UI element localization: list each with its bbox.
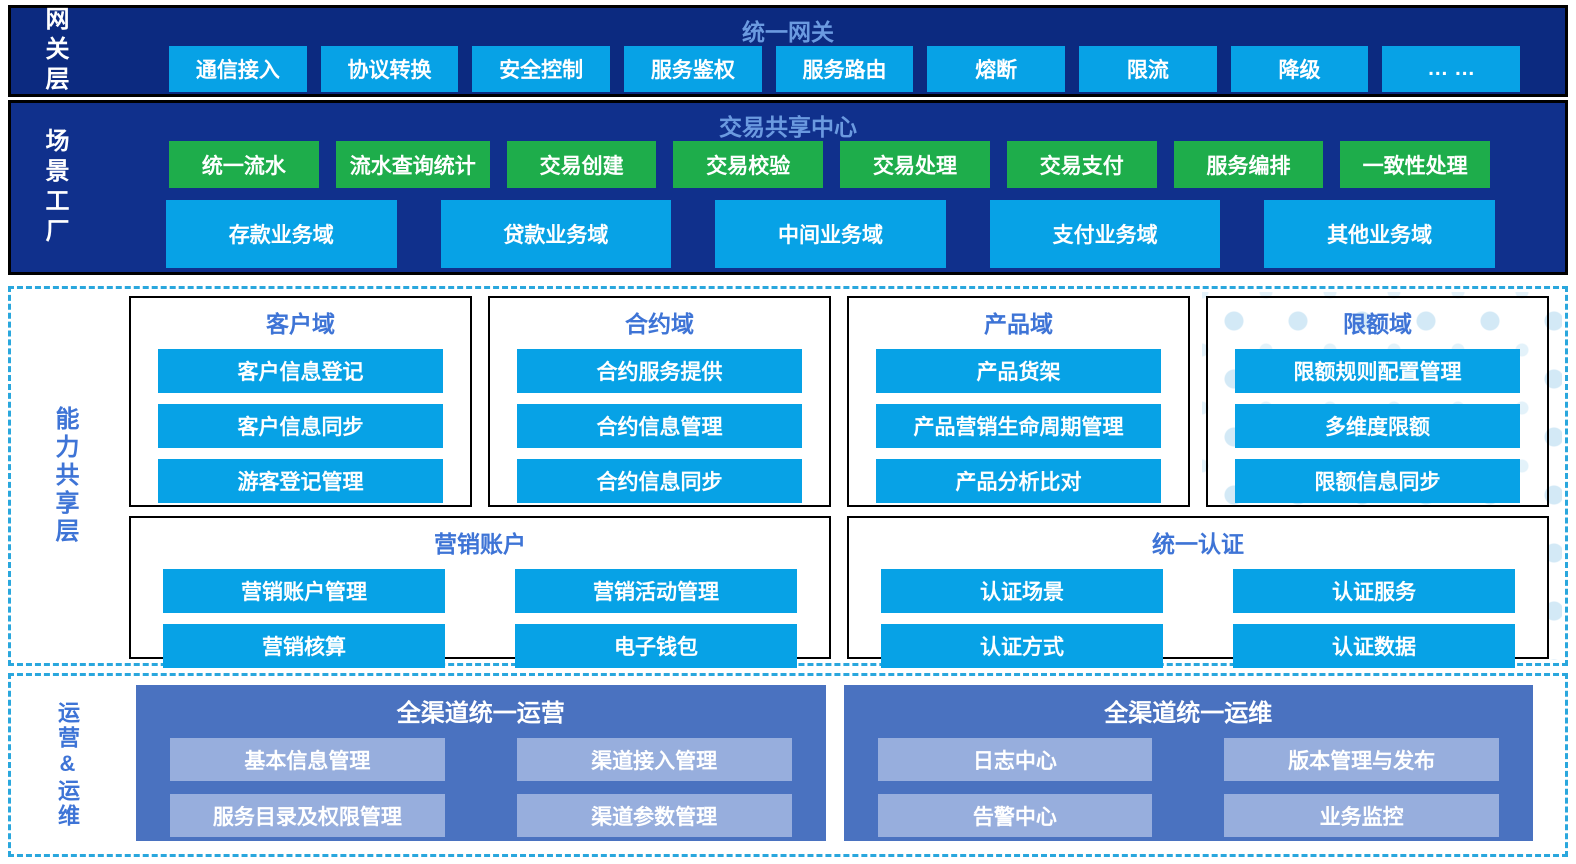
gateway-layer-title: 统一网关 [742,19,834,45]
ops-layer: 运营&运维 全渠道统一运营 基本信息管理 渠道接入管理 服务目录及权限管理 渠道… [8,673,1568,857]
contract-info-sync-button[interactable]: 合约信息同步 [517,459,802,503]
auth-scene-button[interactable]: 认证场景 [881,569,1163,613]
trade-share-center-title: 交易共享中心 [719,114,857,140]
trade-button-trade-pay[interactable]: 交易支付 [1006,141,1157,188]
domain-button-other[interactable]: 其他业务域 [1264,200,1495,268]
trade-button-service-orchestrate[interactable]: 服务编排 [1173,141,1324,188]
gateway-button-comm-access[interactable]: 通信接入 [169,46,307,92]
trade-button-trade-create[interactable]: 交易创建 [506,141,657,188]
product-analysis-compare-button[interactable]: 产品分析比对 [876,459,1161,503]
ops-content: 全渠道统一运营 基本信息管理 渠道接入管理 服务目录及权限管理 渠道参数管理 全… [136,685,1533,841]
multi-dimension-quota-button[interactable]: 多维度限额 [1235,404,1520,448]
gateway-button-rate-limit[interactable]: 限流 [1079,46,1217,92]
contract-domain-group: 合约域 合约服务提供 合约信息管理 合约信息同步 [488,296,831,507]
marketing-accounting-button[interactable]: 营销核算 [163,624,445,668]
marketing-account-grid: 营销账户管理 营销活动管理 营销核算 电子钱包 [131,569,829,668]
gateway-button-service-route[interactable]: 服务路由 [775,46,914,92]
operation-grid: 基本信息管理 渠道接入管理 服务目录及权限管理 渠道参数管理 [136,738,826,837]
domain-button-loan[interactable]: 贷款业务域 [440,200,672,268]
contract-domain-title: 合约域 [625,311,694,337]
unified-auth-grid: 认证场景 认证服务 认证方式 认证数据 [849,569,1547,668]
omni-channel-maintenance-title: 全渠道统一运维 [1104,700,1273,727]
capability-row-1: 客户域 客户信息登记 客户信息同步 游客登记管理 合约域 合约服务提供 合约信息… [129,296,1549,507]
customer-domain-title: 客户域 [266,311,335,337]
capability-content: 客户域 客户信息登记 客户信息同步 游客登记管理 合约域 合约服务提供 合约信息… [129,296,1549,668]
capability-sharing-layer: 能力共享层 客户域 客户信息登记 客户信息同步 游客登记管理 合约域 合约服务提… [8,286,1568,668]
business-monitor-button[interactable]: 业务监控 [1224,794,1499,837]
capability-row-2: 营销账户 营销账户管理 营销活动管理 营销核算 电子钱包 统一认证 认证场景 认… [129,516,1549,668]
unified-auth-group: 统一认证 认证场景 认证服务 认证方式 认证数据 [847,516,1549,668]
trade-button-flow-query-stats[interactable]: 流水查询统计 [335,141,490,188]
gateway-button-security-control[interactable]: 安全控制 [472,46,611,92]
gateway-button-circuit-break[interactable]: 熔断 [927,46,1066,92]
basic-info-manage-button[interactable]: 基本信息管理 [170,738,445,781]
product-domain-group: 产品域 产品货架 产品营销生命周期管理 产品分析比对 [847,296,1190,507]
gateway-layer-label: 网关层 [41,6,68,96]
e-wallet-button[interactable]: 电子钱包 [515,624,797,668]
trade-button-consistency[interactable]: 一致性处理 [1340,141,1491,188]
gateway-button-protocol-convert[interactable]: 协议转换 [320,46,459,92]
domain-button-deposit[interactable]: 存款业务域 [166,200,397,268]
maintenance-grid: 日志中心 版本管理与发布 告警中心 业务监控 [844,738,1534,837]
trade-button-trade-process[interactable]: 交易处理 [840,141,990,188]
gateway-button-service-auth[interactable]: 服务鉴权 [624,46,762,92]
unified-auth-title: 统一认证 [1152,531,1244,557]
auth-data-button[interactable]: 认证数据 [1233,624,1515,668]
gateway-layer: 网关层 统一网关 通信接入 协议转换 安全控制 服务鉴权 服务路由 熔断 限流 … [8,5,1568,97]
customer-info-register-button[interactable]: 客户信息登记 [158,349,443,393]
guest-register-manage-button[interactable]: 游客登记管理 [158,459,443,503]
product-shelf-button[interactable]: 产品货架 [876,349,1161,393]
domain-button-intermediate[interactable]: 中间业务域 [715,200,946,268]
marketing-account-manage-button[interactable]: 营销账户管理 [163,569,445,613]
quota-domain-title: 限额域 [1343,311,1412,337]
log-center-button[interactable]: 日志中心 [877,738,1153,781]
trade-button-trade-verify[interactable]: 交易校验 [673,141,824,188]
quota-rule-config-button[interactable]: 限额规则配置管理 [1235,349,1520,393]
alert-center-button[interactable]: 告警中心 [877,794,1153,837]
gateway-button-degrade[interactable]: 降级 [1230,46,1369,92]
product-domain-title: 产品域 [984,311,1053,337]
business-domain-row: 存款业务域 贷款业务域 中间业务域 支付业务域 其他业务域 [166,200,1495,268]
trade-function-row: 统一流水 流水查询统计 交易创建 交易校验 交易处理 交易支付 服务编排 一致性… [169,141,1491,188]
marketing-activity-manage-button[interactable]: 营销活动管理 [515,569,797,613]
service-catalog-permission-button[interactable]: 服务目录及权限管理 [170,794,445,837]
scenario-factory-label: 场景工厂 [41,127,68,248]
marketing-account-group: 营销账户 营销账户管理 营销活动管理 营销核算 电子钱包 [129,516,831,668]
quota-info-sync-button[interactable]: 限额信息同步 [1235,459,1520,503]
omni-channel-operation-title: 全渠道统一运营 [396,700,565,727]
product-lifecycle-manage-button[interactable]: 产品营销生命周期管理 [876,404,1161,448]
marketing-account-title: 营销账户 [434,531,526,557]
channel-param-manage-button[interactable]: 渠道参数管理 [516,794,792,837]
omni-channel-maintenance-box: 全渠道统一运维 日志中心 版本管理与发布 告警中心 业务监控 [843,685,1534,841]
domain-button-payment[interactable]: 支付业务域 [989,200,1221,268]
ops-layer-label: 运营&运维 [55,701,80,829]
scenario-factory-layer: 场景工厂 交易共享中心 统一流水 流水查询统计 交易创建 交易校验 交易处理 交… [8,100,1568,275]
auth-service-button[interactable]: 认证服务 [1233,569,1515,613]
gateway-button-row: 通信接入 协议转换 安全控制 服务鉴权 服务路由 熔断 限流 降级 … … [169,46,1521,92]
trade-button-unified-flow[interactable]: 统一流水 [169,141,319,188]
auth-method-button[interactable]: 认证方式 [881,624,1163,668]
customer-info-sync-button[interactable]: 客户信息同步 [158,404,443,448]
capability-layer-label: 能力共享层 [51,406,78,546]
version-manage-release-button[interactable]: 版本管理与发布 [1224,738,1499,781]
contract-info-manage-button[interactable]: 合约信息管理 [517,404,802,448]
omni-channel-operation-box: 全渠道统一运营 基本信息管理 渠道接入管理 服务目录及权限管理 渠道参数管理 [136,685,826,841]
customer-domain-group: 客户域 客户信息登记 客户信息同步 游客登记管理 [129,296,472,507]
channel-access-manage-button[interactable]: 渠道接入管理 [516,738,792,781]
contract-service-provide-button[interactable]: 合约服务提供 [517,349,802,393]
quota-domain-group: 限额域 限额规则配置管理 多维度限额 限额信息同步 [1206,296,1549,507]
gateway-button-ellipsis[interactable]: … … [1382,46,1521,92]
